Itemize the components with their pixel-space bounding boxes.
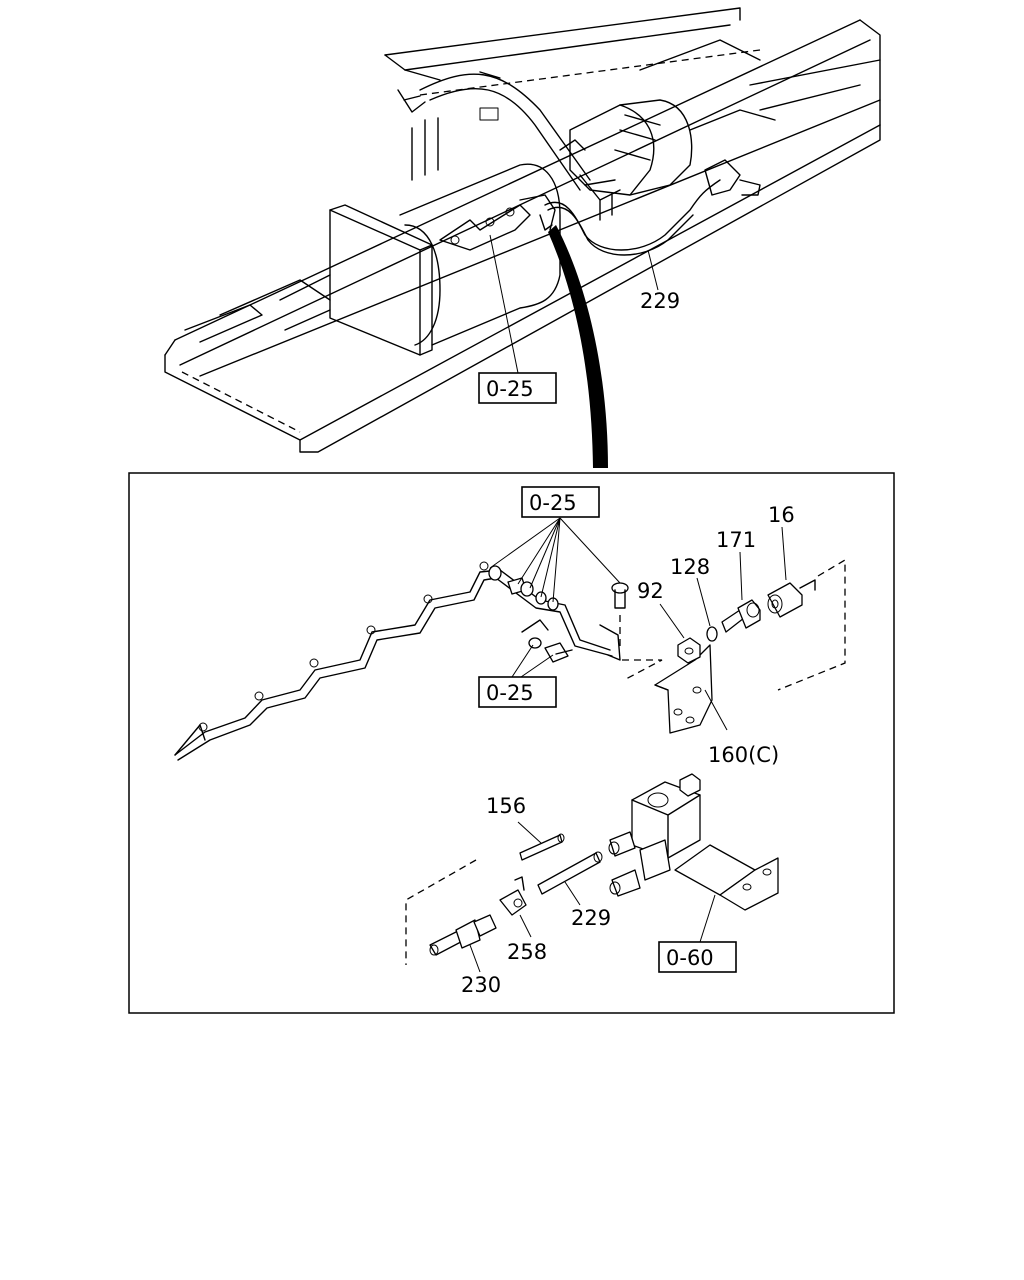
transmission [559, 99, 776, 196]
tube-229 [537, 851, 603, 906]
label-ref-bolt: 0-25 [486, 681, 534, 705]
cross-members [184, 39, 881, 343]
ref-box-top [521, 486, 600, 518]
detail-bolt-lower [521, 619, 573, 663]
detail-bolt-top [611, 582, 629, 650]
label-valve-ref: 0-60 [666, 946, 714, 970]
label-ref-overview: 0-25 [486, 377, 534, 401]
arched-crossmember [419, 71, 591, 191]
label-bracket: 160(C) [708, 743, 779, 767]
union-230 [429, 914, 497, 973]
fuel-tank [279, 163, 561, 356]
connector-171 [721, 551, 761, 633]
clip-258 [499, 876, 532, 938]
label-ref-top: 0-25 [529, 491, 577, 515]
fitting-16 [767, 526, 816, 618]
chassis-overview: 229 0-25 [164, 7, 881, 453]
pipe-route-overview [544, 159, 761, 256]
spring-hangers [397, 89, 621, 221]
label-nut: 92 [637, 579, 664, 603]
label-fitting: 16 [768, 503, 795, 527]
label-union: 230 [461, 973, 501, 997]
leaders-ref-top [489, 517, 621, 603]
bracket-160c [622, 644, 728, 734]
nut-92 [659, 603, 701, 664]
washer-128 [696, 577, 718, 642]
tank-fittings [439, 194, 556, 251]
ref-box-valve [658, 941, 737, 973]
label-connector: 171 [716, 528, 756, 552]
label-tube: 229 [571, 906, 611, 930]
frame-rail-rear [384, 7, 761, 96]
frame-rail-front [164, 19, 881, 453]
ref-box-bolt [478, 676, 557, 708]
valve-assembly [608, 773, 779, 943]
detail-frame [128, 472, 895, 1014]
leader-ref-overview [489, 234, 519, 374]
label-clip: 258 [507, 940, 547, 964]
callout-arrow [548, 225, 608, 468]
leader-229-overview [647, 249, 659, 291]
pin-156 [517, 821, 565, 861]
label-washer: 128 [670, 555, 710, 579]
leaders-ref-bolt [511, 644, 554, 678]
ref-box-overview [478, 372, 557, 404]
dashed-outline-left [405, 859, 477, 965]
detail-washers [488, 565, 559, 611]
dashed-outline-right [777, 558, 846, 691]
label-pipe-229-overview: 229 [640, 289, 680, 313]
label-pin: 156 [486, 794, 526, 818]
